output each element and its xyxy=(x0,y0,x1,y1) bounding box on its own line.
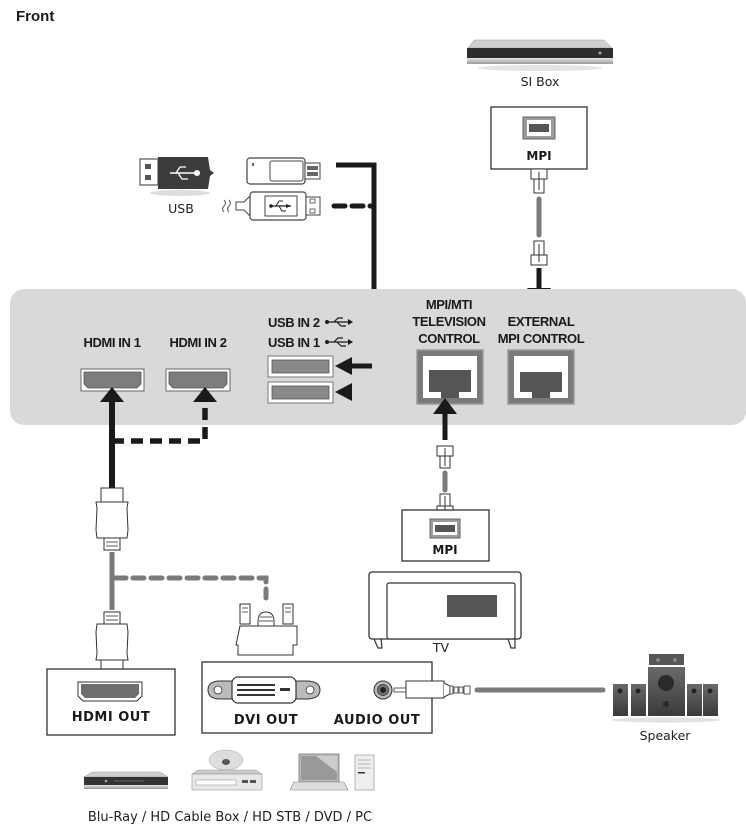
hdmi-out-box xyxy=(46,668,176,736)
usb-drive-icon xyxy=(139,157,214,196)
usb-in-1-port[interactable] xyxy=(267,381,334,404)
dvi-plug-icon xyxy=(235,603,298,656)
arrow-left-icon xyxy=(335,383,352,401)
usb-symbol-icon xyxy=(325,337,353,347)
usb-in-2-label: USB IN 2 xyxy=(268,315,320,330)
blu-ray-player-icon xyxy=(83,771,169,789)
usb-in-1-label: USB IN 1 xyxy=(268,335,320,350)
si-box-label: SI Box xyxy=(521,74,560,89)
hdmi-out-label: HDMI OUT xyxy=(72,710,150,725)
usb-in-2-port[interactable] xyxy=(267,355,334,378)
laptop-icon xyxy=(289,753,349,791)
si-box-device xyxy=(467,39,613,71)
speaker-system-icon xyxy=(611,654,721,723)
arrow-up-icon xyxy=(433,398,457,414)
dvi-out-label: DVI OUT xyxy=(234,713,298,728)
si-box-mpi-label: MPI xyxy=(526,149,551,163)
tv-label: TV xyxy=(432,640,450,655)
usb-label: USB xyxy=(168,201,194,216)
connection-panel xyxy=(10,289,746,425)
arrow-left-icon xyxy=(335,357,352,375)
rj45-plug-icon xyxy=(530,168,548,194)
rj45-plug-icon xyxy=(530,240,548,266)
hdmi-in-1-port[interactable] xyxy=(80,368,145,392)
external-mpi-control-port[interactable] xyxy=(507,349,575,405)
hdmi-in-1-label: HDMI IN 1 xyxy=(83,335,140,350)
hdmi-out-port xyxy=(77,681,143,702)
arrow-up-icon xyxy=(100,387,124,402)
audio-out-jack xyxy=(373,680,393,700)
audio-out-label: AUDIO OUT xyxy=(334,713,420,728)
mpi-mti-label-line1: MPI/MTI xyxy=(426,297,472,312)
mpi-mti-label-line3: CONTROL xyxy=(418,331,480,346)
hdmi-in-2-port[interactable] xyxy=(165,368,231,392)
external-mpi-label-line2: MPI CONTROL xyxy=(498,331,585,346)
mpi-mti-television-control-port[interactable] xyxy=(416,349,484,405)
hdmi-plug-icon xyxy=(95,487,129,551)
hdmi-cable-dashed xyxy=(112,400,208,444)
dvi-out-port xyxy=(207,676,321,704)
audio-plug-icon xyxy=(393,680,471,699)
usb-stick-icon xyxy=(246,157,321,185)
rj45-port-icon xyxy=(429,518,461,539)
source-devices-label: Blu-Ray / HD Cable Box / HD STB / DVD / … xyxy=(88,810,372,825)
cable-box-icon xyxy=(191,749,263,791)
tv-icon xyxy=(368,571,522,649)
mpi-mti-label-line2: TELEVISION xyxy=(412,314,485,329)
speaker-label: Speaker xyxy=(640,728,692,743)
hdmi-plug-icon xyxy=(95,611,129,671)
usb-symbol-icon xyxy=(325,317,353,327)
dvi-cable-dashed xyxy=(112,575,269,601)
rj45-port-icon xyxy=(522,116,556,140)
diagram-title: Front xyxy=(16,8,54,25)
rj45-plug-icon xyxy=(436,445,454,469)
external-mpi-label-line1: EXTERNAL xyxy=(508,314,575,329)
usb-cable-plug-icon xyxy=(222,191,321,221)
arrow-up-icon xyxy=(193,387,217,402)
desktop-pc-icon xyxy=(354,754,375,791)
hdmi-in-2-label: HDMI IN 2 xyxy=(169,335,226,350)
tv-mpi-label: MPI xyxy=(432,543,457,557)
